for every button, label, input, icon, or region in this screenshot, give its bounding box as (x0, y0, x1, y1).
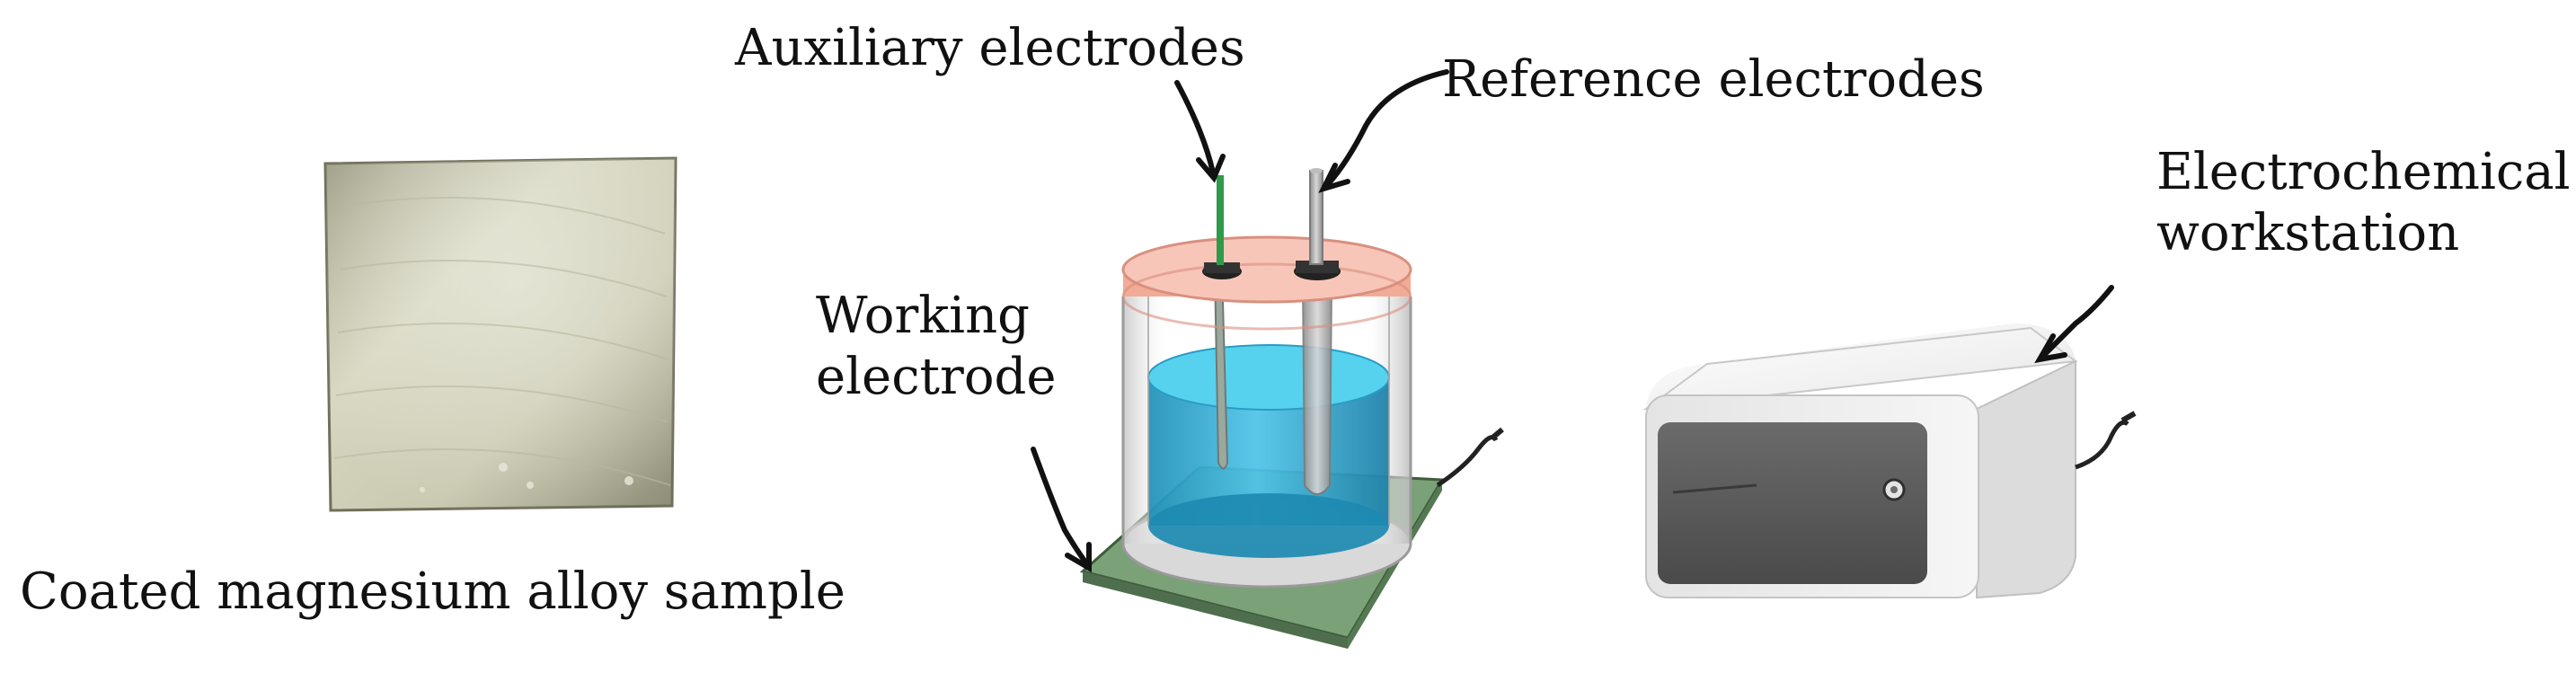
label-coated-sample: Coated magnesium alloy sample (20, 562, 845, 621)
label-workstation-line-2: workstation (2156, 204, 2460, 262)
electrochemical-cell (1079, 168, 1504, 649)
auxiliary-electrode-wire (1217, 175, 1224, 265)
electrochemical-workstation (1642, 323, 2137, 599)
auxiliary-electrode-rod (1213, 269, 1229, 470)
label-electrochemical-workstation: Electrochemical workstation (2156, 142, 2571, 264)
label-workstation-line-1: Electrochemical (2156, 143, 2571, 201)
pointer-arrows (1031, 69, 2114, 573)
auxiliary-arrow (1174, 80, 1216, 175)
label-working-line-2: electrode (816, 348, 1057, 406)
label-working-electrode: Working electrode (816, 286, 1057, 408)
workstation-front-panel (1658, 422, 1927, 584)
magnesium-alloy-sample (323, 156, 677, 512)
cell-cable (1436, 435, 1499, 488)
working-electrode-arrow (1031, 447, 1090, 567)
electrolyte-surface (1147, 344, 1390, 411)
label-working-line-1: Working (816, 287, 1030, 345)
workstation-arrow (2041, 285, 2114, 358)
label-auxiliary-electrodes: Auxiliary electrodes (735, 19, 1245, 77)
label-reference-electrodes: Reference electrodes (1442, 50, 1985, 109)
reference-arrow (1325, 69, 1449, 187)
reference-electrode-rod (1309, 170, 1323, 265)
workstation-cable (2075, 420, 2129, 470)
reference-electrode-tube (1301, 279, 1333, 495)
